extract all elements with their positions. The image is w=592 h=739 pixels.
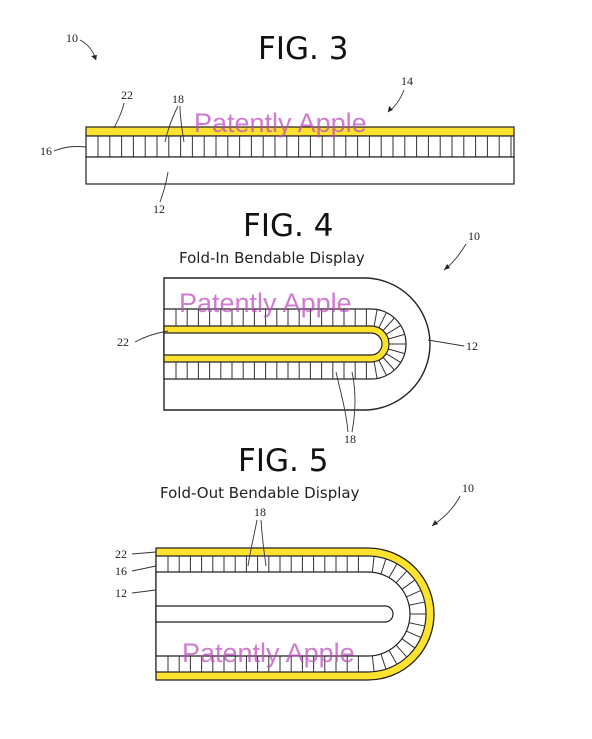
fig3-ref-18: 18 <box>172 92 184 106</box>
fig3-layer-12-substrate <box>85 156 515 185</box>
fig5-ref-12: 12 <box>115 586 127 600</box>
fig3-group: FIG. 3 10 14 22 18 16 12 Patently Apple <box>40 31 515 216</box>
fig4-title: FIG. 4 <box>243 208 333 244</box>
fig4-cell-divider <box>388 333 405 340</box>
fig5-watermark: Patently Apple <box>182 638 355 668</box>
fig4-ref-22: 22 <box>117 335 129 349</box>
fig5-leader-18b <box>260 519 267 567</box>
fig4-cell-divider <box>378 312 387 329</box>
fig5-cell-divider <box>406 630 422 639</box>
fig5-title: FIG. 5 <box>238 443 328 479</box>
fig3-arrow-10 <box>91 55 97 60</box>
fig4-ref-18: 18 <box>344 432 356 446</box>
fig3-layer-16-pixels <box>85 135 515 158</box>
fig4-ref-10: 10 <box>468 229 480 243</box>
fig3-ref-22: 22 <box>121 88 133 102</box>
fig5-cell-divider <box>395 570 408 584</box>
fig5-leader-18a <box>247 519 258 567</box>
fig4-cell-divider <box>373 361 378 379</box>
fig5-inner-gap <box>155 605 394 623</box>
fig3-leader-22 <box>113 102 125 129</box>
fig4-cell-divider <box>388 348 405 355</box>
fig3-leader-12 <box>159 171 169 203</box>
fig3-ref-12: 12 <box>153 202 165 216</box>
fig5-leader-12 <box>131 589 157 594</box>
fig5-ref-18: 18 <box>254 505 266 519</box>
fig5-leader-10 <box>431 495 461 527</box>
fig5-cell-divider <box>395 644 408 658</box>
fig5-pixel-cells <box>167 556 426 672</box>
fig4-leader-18a <box>335 371 349 433</box>
fig5-subtitle: Fold-Out Bendable Display <box>160 484 360 502</box>
fig4-cell-divider <box>382 357 395 371</box>
fig4-ref-12: 12 <box>466 339 478 353</box>
fig3-leader-16 <box>53 146 87 152</box>
fig5-ref-16: 16 <box>115 564 127 578</box>
fig5-cell-divider <box>380 558 387 575</box>
fig5-cell-divider <box>371 655 375 672</box>
fig5-cell-divider <box>401 579 416 590</box>
fig5-cell-divider <box>388 650 398 665</box>
fig4-cell-divider <box>385 325 401 335</box>
fig3-pixel-cells <box>97 136 512 157</box>
fig3-ref-10: 10 <box>66 31 78 45</box>
fig5-cell-divider <box>371 556 375 573</box>
fig4-leader-22 <box>134 330 169 343</box>
fig5-group: FIG. 5 Fold-Out Bendable Display 10 18 2… <box>115 443 474 681</box>
fig3-watermark: Patently Apple <box>194 108 367 138</box>
fig4-cell-divider <box>385 353 401 363</box>
fig4-cell-divider <box>382 317 395 331</box>
fig5-cell-divider <box>408 601 425 606</box>
fig4-leader-18b <box>351 371 356 433</box>
fig5-leader-16 <box>131 565 157 572</box>
fig5-leader-22 <box>131 551 157 555</box>
fig4-pixel-cells <box>175 309 406 379</box>
fig4-inner-gap <box>163 332 383 356</box>
fig3-title: FIG. 3 <box>258 31 348 67</box>
fig3-ref-16: 16 <box>40 144 52 158</box>
fig3-ref-14: 14 <box>401 74 413 88</box>
fig4-leader-12 <box>427 339 465 347</box>
fig5-ref-10: 10 <box>462 481 474 495</box>
fig5-cell-divider <box>406 589 422 598</box>
fig3-leader-18a <box>164 105 179 143</box>
fig5-ref-22: 22 <box>115 547 127 561</box>
fig4-watermark: Patently Apple <box>179 288 352 318</box>
fig4-cell-divider <box>378 359 387 376</box>
fig5-cell-divider <box>388 563 398 578</box>
fig3-arrow-14 <box>388 106 393 112</box>
fig5-cell-divider <box>401 638 416 649</box>
fig4-subtitle: Fold-In Bendable Display <box>179 249 365 267</box>
fig5-cell-divider <box>408 622 425 627</box>
fig5-cell-divider <box>380 653 387 670</box>
fig4-cell-divider <box>373 309 378 327</box>
fig3-leader-18b <box>179 105 185 143</box>
fig4-group: FIG. 4 Fold-In Bendable Display 10 22 12… <box>117 208 480 446</box>
fig4-arrow-10 <box>444 264 450 270</box>
fig5-arrow-10 <box>432 520 438 526</box>
